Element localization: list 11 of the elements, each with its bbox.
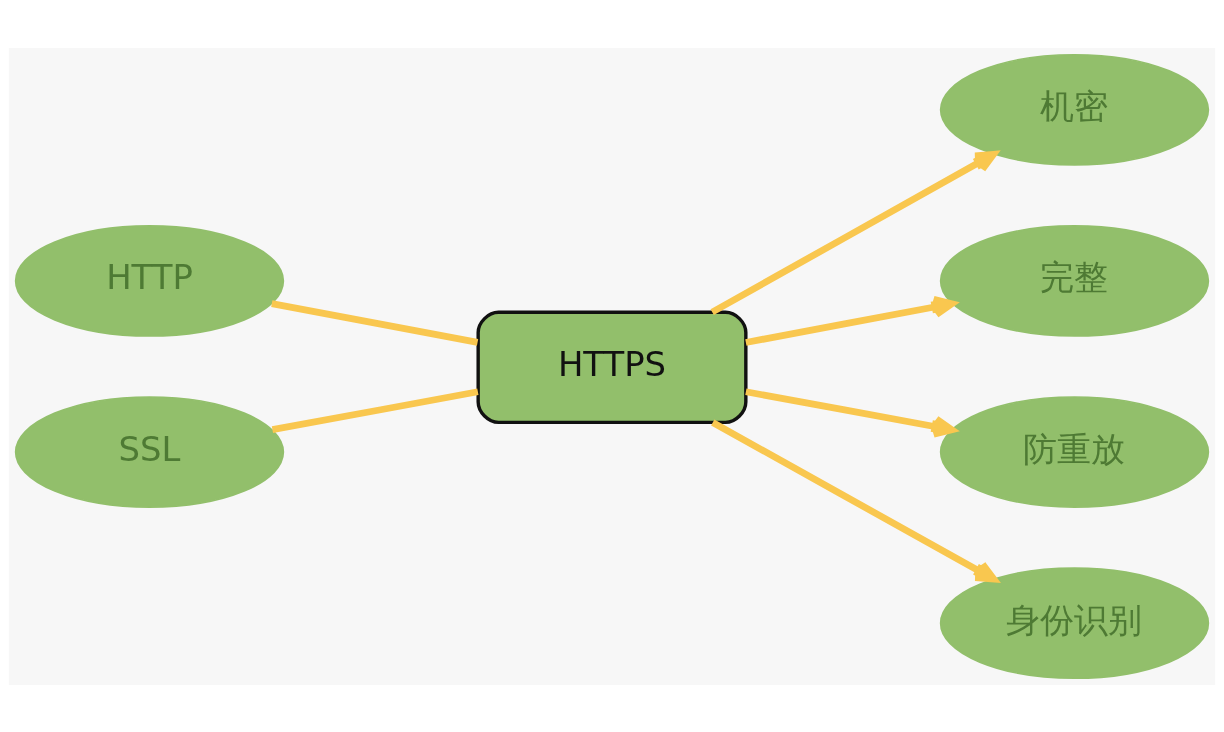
connector	[271, 387, 479, 433]
node-ellipse: 防重放	[939, 395, 1210, 508]
connector	[271, 299, 479, 346]
node-ellipse: HTTP	[14, 224, 285, 337]
node-ellipse: 身份识别	[939, 566, 1210, 679]
node-ellipse: 完整	[939, 224, 1210, 337]
node-ellipse: 机密	[939, 53, 1210, 166]
arrow	[711, 419, 998, 582]
node-box: HTTPS	[476, 310, 748, 424]
arrow	[710, 150, 998, 315]
node-ellipse: SSL	[14, 395, 285, 508]
